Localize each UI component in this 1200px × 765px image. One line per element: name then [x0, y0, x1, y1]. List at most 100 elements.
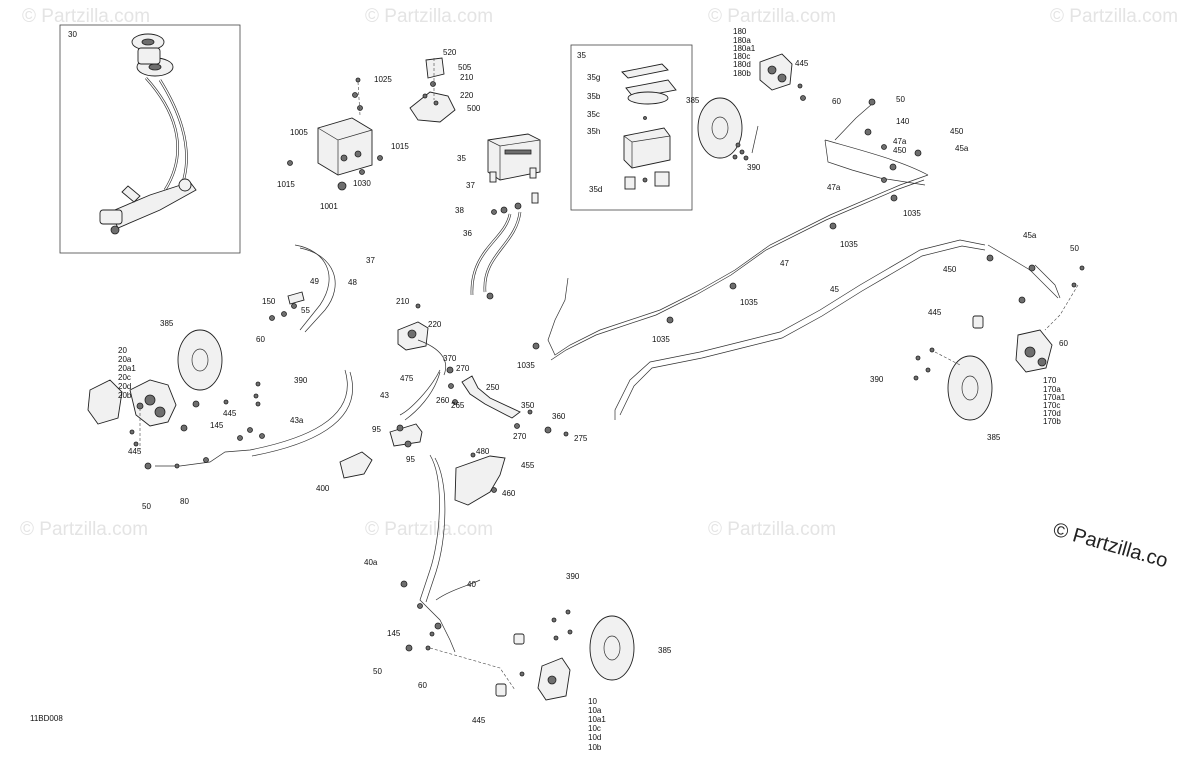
- label-445: 445: [223, 409, 237, 418]
- label-43a: 43a: [290, 416, 304, 425]
- label-520: 520: [443, 48, 457, 57]
- label-180: 180: [733, 27, 747, 36]
- label-35b: 35b: [587, 92, 601, 101]
- label-385: 385: [658, 646, 672, 655]
- watermark: © Partzilla.com: [365, 519, 493, 540]
- caliper-10-rotor: [400, 454, 635, 701]
- label-20d: 20d: [118, 382, 131, 391]
- detail-box-master-cylinder: [59, 24, 241, 254]
- label-390: 390: [747, 163, 761, 172]
- lines-48-49: [269, 244, 336, 333]
- brake-lines: [532, 98, 1085, 420]
- label-37: 37: [366, 256, 375, 265]
- label-360: 360: [552, 412, 566, 421]
- label-50: 50: [1070, 244, 1079, 253]
- pedal-bracket-500: [409, 57, 456, 123]
- reservoir-detail: [621, 63, 677, 190]
- label-80: 80: [180, 497, 189, 506]
- label-1035: 1035: [903, 209, 921, 218]
- label-260: 260: [436, 396, 450, 405]
- watermark: © Partzilla.com: [1050, 6, 1178, 27]
- label-20c: 20c: [118, 373, 131, 382]
- label-48: 48: [348, 278, 357, 287]
- label-1035: 1035: [652, 335, 670, 344]
- label-47a: 47a: [893, 137, 907, 146]
- watermark: © Partzilla.com: [365, 6, 493, 27]
- label-47: 47: [780, 259, 789, 268]
- label-220: 220: [460, 91, 474, 100]
- label-20a1: 20a1: [118, 364, 136, 373]
- label-180a: 180a: [733, 36, 751, 45]
- label-350: 350: [521, 401, 535, 410]
- label-475: 475: [400, 374, 414, 383]
- label-180a1: 180a1: [733, 44, 756, 53]
- label-45: 45: [830, 285, 839, 294]
- watermark-large: © Partzilla.co: [1051, 519, 1171, 573]
- label-60: 60: [1059, 339, 1068, 348]
- label-170a: 170a: [1043, 385, 1061, 394]
- label-400: 400: [316, 484, 330, 493]
- label-150: 150: [262, 297, 276, 306]
- label-45a: 45a: [955, 144, 969, 153]
- label-265: 265: [451, 401, 465, 410]
- label-390: 390: [566, 572, 580, 581]
- label-170c: 170c: [1043, 401, 1060, 410]
- label-35d: 35d: [589, 185, 602, 194]
- label-180c: 180c: [733, 52, 750, 61]
- label-210: 210: [396, 297, 410, 306]
- label-55: 55: [301, 306, 310, 315]
- label-1015: 1015: [277, 180, 295, 189]
- label-210: 210: [460, 73, 474, 82]
- label-445: 445: [128, 447, 142, 456]
- label-10a1: 10a1: [588, 715, 606, 724]
- label-45a: 45a: [1023, 231, 1037, 240]
- label-445: 445: [928, 308, 942, 317]
- label-95: 95: [406, 455, 415, 464]
- label-60: 60: [418, 681, 427, 690]
- label-170a1: 170a1: [1043, 393, 1066, 402]
- label-460: 460: [502, 489, 516, 498]
- master-cylinder-assembly: [99, 33, 197, 235]
- label-37: 37: [466, 181, 475, 190]
- label-275: 275: [574, 434, 588, 443]
- caliper-170-rotor: [913, 315, 1053, 421]
- label-450: 450: [893, 146, 907, 155]
- label-145: 145: [210, 421, 224, 430]
- label-250: 250: [486, 383, 500, 392]
- label-60: 60: [832, 97, 841, 106]
- label-1001: 1001: [320, 202, 338, 211]
- label-47a: 47a: [827, 183, 841, 192]
- watermark: © Partzilla.com: [708, 6, 836, 27]
- label-1035: 1035: [740, 298, 758, 307]
- label-35h: 35h: [587, 127, 600, 136]
- reservoir-cover-455: [454, 452, 506, 506]
- label-35: 35: [577, 51, 586, 60]
- label-385: 385: [160, 319, 174, 328]
- label-170d: 170d: [1043, 409, 1061, 418]
- label-220: 220: [428, 320, 442, 329]
- label-35c: 35c: [587, 110, 600, 119]
- label-450: 450: [950, 127, 964, 136]
- label-43: 43: [380, 391, 389, 400]
- label-20a: 20a: [118, 355, 132, 364]
- label-270: 270: [456, 364, 470, 373]
- label-180d: 180d: [733, 60, 751, 69]
- diagram-code: 11BD008: [30, 714, 63, 723]
- label-1025: 1025: [374, 75, 392, 84]
- watermark: © Partzilla.com: [22, 6, 150, 27]
- callout-labels: 30 1025 520 505 210 220 500 1005 1015 10…: [30, 27, 1079, 752]
- label-1030: 1030: [353, 179, 371, 188]
- label-500: 500: [467, 104, 481, 113]
- label-505: 505: [458, 63, 472, 72]
- label-40: 40: [467, 580, 476, 589]
- label-20b: 20b: [118, 391, 132, 400]
- caliper-180: [759, 53, 806, 101]
- reservoir-assembly: [470, 133, 541, 300]
- label-445: 445: [795, 59, 809, 68]
- label-385: 385: [686, 96, 700, 105]
- label-1015: 1015: [391, 142, 409, 151]
- label-35g: 35g: [587, 73, 600, 82]
- label-30: 30: [68, 30, 77, 39]
- label-385: 385: [987, 433, 1001, 442]
